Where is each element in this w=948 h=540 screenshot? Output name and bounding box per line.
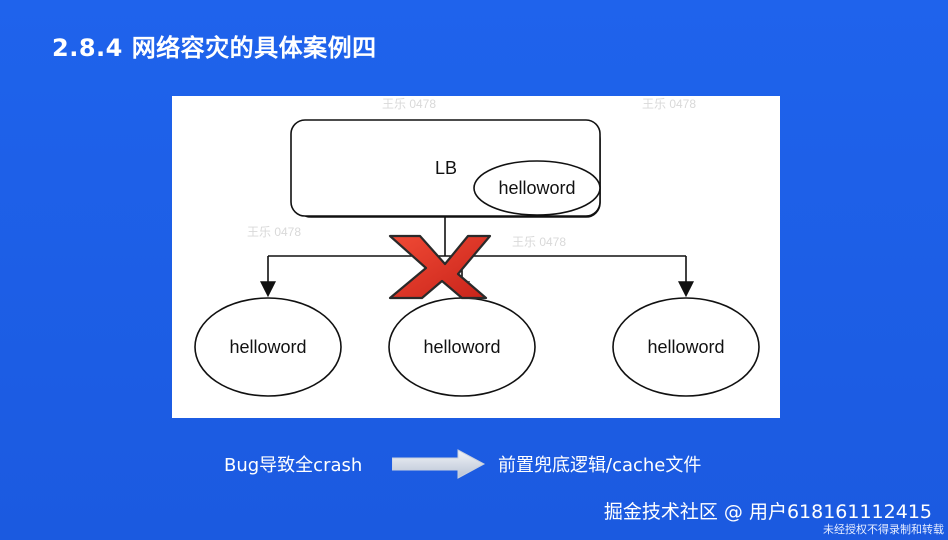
failure-x-icon: [388, 234, 492, 300]
diagram-panel: 王乐 0478 王乐 0478 王乐 0478 王乐 0478 LB hello…: [172, 96, 780, 418]
watermark-main: 掘金技术社区 @ 用户618161112415: [603, 501, 932, 523]
lb-label: LB: [435, 158, 457, 178]
backend-node-label: helloword: [229, 337, 306, 357]
caption-solution: 前置兜底逻辑/cache文件: [498, 455, 702, 476]
right-arrow-icon: [391, 449, 486, 483]
backend-node: [612, 297, 760, 397]
faint-watermark: 王乐 0478: [382, 97, 436, 111]
watermark-sub: 未经授权不得录制和转载: [823, 523, 944, 536]
backend-node-label: helloword: [647, 337, 724, 357]
lb-inner-node: [473, 160, 601, 216]
network-diagram: 王乐 0478 王乐 0478 王乐 0478 王乐 0478 LB hello…: [194, 97, 760, 397]
backend-node: [194, 297, 342, 397]
faint-watermark: 王乐 0478: [642, 97, 696, 111]
lb-inner-node-label: helloword: [498, 178, 575, 198]
backend-node-label: helloword: [423, 337, 500, 357]
faint-watermark: 王乐 0478: [512, 235, 566, 249]
caption-problem: Bug导致全crash: [224, 455, 363, 476]
faint-watermark: 王乐 0478: [247, 225, 301, 239]
slide-title: 2.8.4 网络容灾的具体案例四: [52, 34, 377, 62]
caption-row: Bug导致全crash 前置兜底逻辑/cache文件: [224, 449, 784, 479]
